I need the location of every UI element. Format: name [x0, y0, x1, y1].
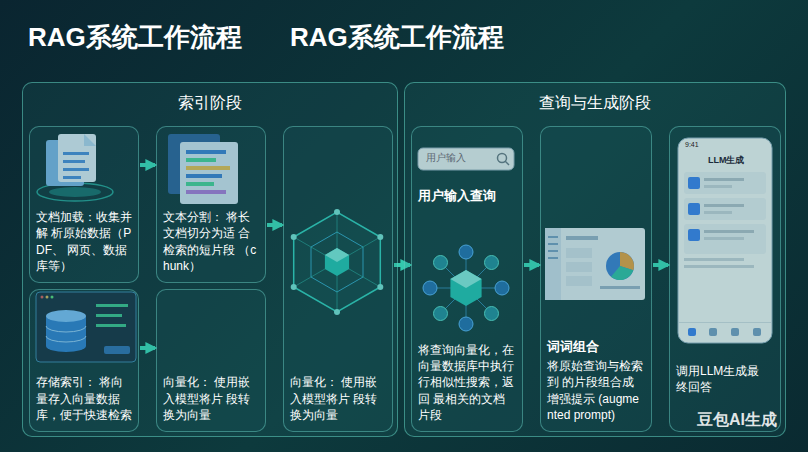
step-card: 文档加载：收集并解 析原始数据（PDF、 网页、数据库等） — [29, 126, 139, 283]
step-text: 向量化： 使用嵌入模型将片 段转换为向量 — [163, 374, 259, 423]
step-heading: 词词组合 — [547, 338, 645, 356]
step-text: 将查询向量化，在 向量数据库中执行 行相似性搜索，返回 最相关的文档片段 — [418, 342, 516, 423]
step-card: 词词组合将原始查询与检索到 的片段组合成增强提示 (augmented prom… — [540, 126, 652, 432]
phone-title: LLM生成 — [708, 155, 745, 166]
panel-heading: 查询与生成阶段 — [405, 83, 785, 114]
step-text: 向量化： 使用嵌入模型将片 段转换为向量 — [290, 374, 386, 423]
step-card: 向量化： 使用嵌入模型将片 段转换为向量 — [283, 126, 393, 432]
panel-heading: 索引阶段 — [23, 83, 397, 114]
title-repeat: RAG系统工作流程 — [290, 22, 504, 53]
step-text: 文档加载：收集并解 析原始数据（PDF、 网页、数据库等） — [36, 209, 132, 274]
step-card: 向量化： 使用嵌入模型将片 段转换为向量 — [156, 289, 266, 432]
step-text: 存储索引： 将向量存入向量数据 库，便于快速检索 — [36, 374, 132, 423]
step-card: 用户输入查询将查询向量化，在 向量数据库中执行 行相似性搜索，返回 最相关的文档… — [411, 126, 523, 432]
stage-panel: 索引阶段文档加载：收集并解 析原始数据（PDF、 网页、数据库等） 存储索引： 将… — [22, 82, 398, 437]
step-text: 将原始查询与检索到 的片段组合成增强提示 (augmented prompt) — [547, 358, 645, 423]
step-card: 调用LLM生成最 终回答 — [669, 126, 781, 432]
step-card: 文本分割： 将长文档切分为适 合检索的短片段 （chunk） — [156, 126, 266, 283]
stage-panel: 查询与生成阶段用户输入查询将查询向量化，在 向量数据库中执行 行相似性搜索，返回… — [404, 82, 786, 437]
phone-clock: 9:41 — [685, 141, 699, 149]
search-placeholder: 用户输入 — [426, 152, 466, 164]
step-text: 文本分割： 将长文档切分为适 合检索的短片段 （chunk） — [163, 209, 259, 274]
diagram-title: RAG系统工作流程 — [28, 22, 242, 53]
step-card: 存储索引： 将向量存入向量数据 库，便于快速检索 — [29, 289, 139, 432]
watermark: 豆包AI生成 — [697, 410, 777, 429]
step-text: 调用LLM生成最 终回答 — [676, 363, 774, 395]
step-heading: 用户输入查询 — [418, 187, 516, 205]
